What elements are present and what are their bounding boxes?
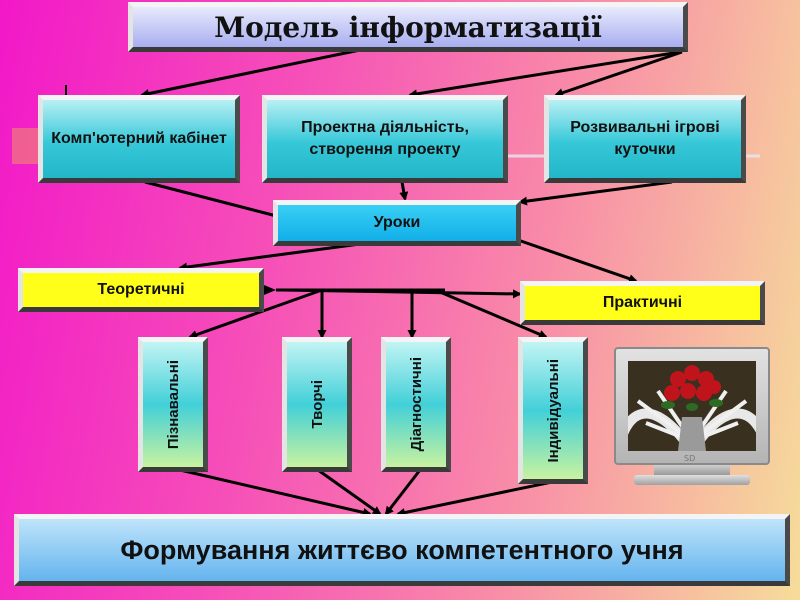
arrow-to-individual — [439, 290, 548, 339]
monitor-stand — [654, 465, 730, 475]
node-creative: Творчі — [282, 337, 352, 472]
arrow-title-to-play-corners — [554, 50, 683, 97]
node-cognitive-label: Пізнавальні — [164, 359, 182, 450]
arrow-title-to-computer-room — [140, 48, 361, 98]
diagram-title: Модель інформатизації — [128, 2, 688, 52]
arrow-cognitive-to-result — [179, 468, 372, 517]
arrow-computer-room-to-lessons — [144, 180, 294, 223]
node-diagnostic-label: Діагностичні — [407, 357, 425, 452]
arrow-project-to-lessons — [399, 181, 409, 201]
roses-photo — [628, 361, 756, 451]
arrowhead-to-theoretical — [264, 285, 276, 295]
monitor-label: SD — [684, 454, 696, 463]
roses-image — [628, 361, 756, 451]
node-creative-label: Творчі — [308, 380, 326, 429]
node-cognitive: Пізнавальні — [138, 337, 208, 472]
arrow-diagnostic-to-result — [384, 469, 422, 516]
arrow-to-cognitive — [188, 288, 323, 339]
node-practical: Практичні — [520, 281, 765, 325]
arrow-individual-to-result — [396, 480, 553, 517]
arrow-lessons-to-theoretical — [178, 242, 361, 272]
arrow-lessons-to-practical — [517, 238, 638, 283]
monitor-base — [634, 475, 750, 485]
monitor-illustration: SD — [614, 347, 770, 491]
node-project-activity: Проектна діяльність, створення проекту — [262, 95, 508, 183]
arrow-creative-to-result — [317, 468, 382, 516]
node-diagnostic: Діагностичні — [381, 337, 451, 472]
node-individual-label: Індивідуальні — [544, 358, 562, 463]
node-play-corners: Розвивальні ігрові куточки — [544, 95, 746, 183]
node-theoretical: Теоретичні — [18, 268, 264, 312]
node-lessons: Уроки — [273, 200, 521, 246]
node-computer-room: Комп'ютерний кабінет — [38, 95, 240, 183]
node-individual: Індивідуальні — [518, 337, 588, 484]
arrow-play-corners-to-lessons — [518, 180, 673, 206]
arrow-title-to-project — [408, 50, 681, 99]
monitor-screen: SD — [614, 347, 770, 465]
node-result: Формування життєво компетентного учня — [14, 514, 790, 586]
